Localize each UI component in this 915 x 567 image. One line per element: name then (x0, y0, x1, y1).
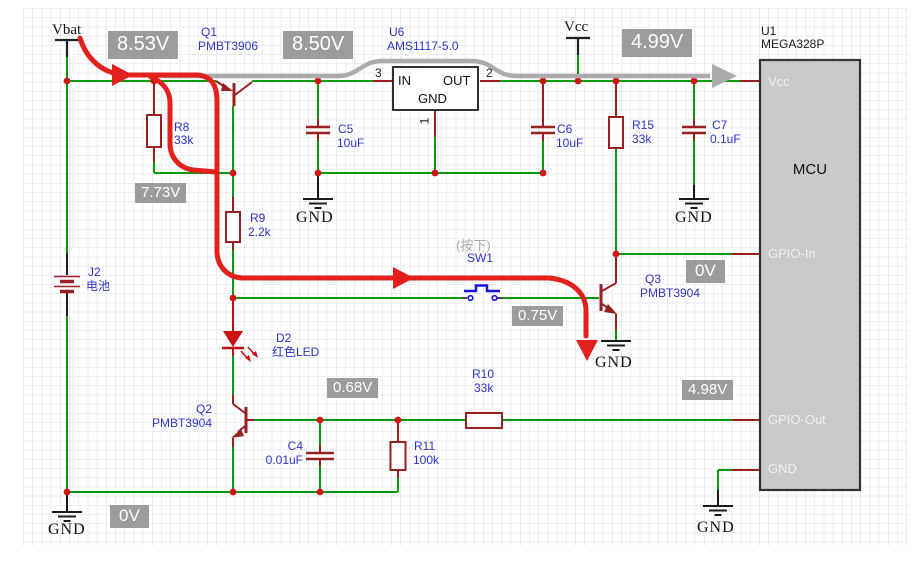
voltage-badge-gpio-in: 0V (686, 260, 725, 283)
mcu-u1-body[interactable] (758, 58, 862, 492)
q1-value-label: PMBT3906 (198, 39, 259, 53)
red-flow-arrowhead-1 (112, 64, 133, 86)
u6-pin-out-label: OUT (443, 73, 471, 88)
c7-ref-label: C7 (712, 118, 728, 132)
u6-pin-in-label: IN (398, 73, 411, 88)
red-flow-path (77, 35, 598, 361)
switch-sw1[interactable] (464, 284, 500, 302)
voltage-badge-vcc-rail: 4.99V (622, 29, 693, 57)
q2-value-label: PMBT3904 (151, 416, 212, 430)
resistor-r15[interactable] (608, 116, 624, 149)
mcu-pin-gpio-in-label: GPIO-In (768, 246, 816, 261)
red-flow-arrowhead-2 (393, 267, 414, 289)
voltage-badge-vbat-rail: 8.53V (108, 31, 179, 59)
voltage-badge-q3-base: 0.75V (512, 306, 564, 326)
r15-value-label: 33k (632, 132, 652, 146)
gnd-label-c5-rail: GND (296, 209, 334, 226)
c4-ref-label: C4 (287, 439, 303, 453)
resistor-r8[interactable] (146, 114, 162, 148)
transistor-q1[interactable] (215, 80, 253, 106)
c7-value-label: 0.1uF (710, 132, 741, 146)
u6-value-label: AMS1117-5.0 (387, 39, 459, 53)
c6-value-label: 10uF (556, 136, 584, 150)
transistor-q2[interactable] (231, 395, 248, 447)
resistor-r9[interactable] (225, 211, 241, 243)
transistor-q3[interactable] (599, 254, 617, 330)
u6-pin-gnd-label: GND (418, 91, 447, 106)
capacitor-c7[interactable] (682, 125, 706, 135)
battery-j2[interactable] (54, 253, 80, 316)
voltage-badge-gnd-rail: 0V (110, 505, 149, 528)
mcu-pin-vcc-label: Vcc (768, 74, 790, 89)
gnd-label-bottom-left: GND (48, 521, 86, 538)
voltage-badge-gpio-out: 4.98V (682, 380, 734, 400)
r8-ref-label: R8 (174, 120, 190, 134)
gnd-label-c7: GND (675, 209, 713, 226)
r9-value-label: 2.2k (248, 225, 271, 239)
capacitor-c4[interactable] (306, 451, 334, 461)
q3-value-label: PMBT3904 (640, 286, 701, 300)
mcu-pin-gnd-label: GND (768, 461, 797, 476)
c6-ref-label: C6 (557, 122, 573, 136)
resistor-r11[interactable] (389, 441, 407, 471)
mcu-pin-gpio-out-label: GPIO-Out (768, 412, 826, 427)
u1-value-label: MEGA328P (761, 37, 825, 51)
u6-pin-number-3: 3 (375, 66, 382, 80)
sw1-ref-label: SW1 (467, 251, 494, 265)
r15-ref-label: R15 (632, 118, 655, 132)
switch-pressed-note: (按下) (456, 238, 491, 253)
r9-ref-label: R9 (250, 211, 266, 225)
voltage-badge-q2-base: 0.68V (327, 378, 379, 398)
vcc-power-flag (566, 36, 590, 55)
j2-value-label: 电池 (86, 279, 111, 293)
u6-ref-label: U6 (389, 25, 405, 39)
r10-ref-label: R10 (472, 367, 495, 381)
r11-ref-label: R11 (414, 439, 436, 453)
regulator-u6-body[interactable] (392, 66, 479, 111)
u1-ref-label: U1 (761, 24, 777, 38)
r10-value-label: 33k (474, 381, 494, 395)
capacitor-c5[interactable] (306, 125, 330, 135)
gnd-symbols (52, 173, 733, 522)
gray-flow-path (152, 58, 737, 88)
resistor-r10[interactable] (465, 412, 503, 429)
c5-ref-label: C5 (338, 122, 354, 136)
q1-ref-label: Q1 (201, 25, 218, 39)
r11-value-label: 100k (413, 453, 440, 467)
gnd-label-mcu: GND (697, 519, 735, 536)
q2-ref-label: Q2 (195, 402, 212, 416)
vcc-net-label: Vcc (564, 19, 589, 35)
c5-value-label: 10uF (337, 136, 365, 150)
r8-value-label: 33k (174, 133, 194, 147)
vbat-net-label: Vbat (52, 22, 82, 38)
d2-ref-label: D2 (276, 331, 292, 345)
red-flow-arrowhead-3 (576, 340, 598, 361)
voltage-badge-r8-node: 7.73V (135, 183, 187, 203)
mcu-body-label: MCU (792, 161, 828, 178)
voltage-badge-reg-in: 8.50V (283, 31, 354, 59)
gray-flow-arrowhead (712, 64, 737, 88)
d2-value-label: 红色LED (272, 345, 320, 359)
capacitor-c6[interactable] (531, 125, 555, 135)
junction-dots (63, 77, 698, 496)
vbat-power-flag (55, 38, 80, 57)
u6-pin-number-2: 2 (486, 66, 493, 80)
c4-value-label: 0.01uF (265, 453, 303, 467)
q3-ref-label: Q3 (645, 272, 662, 286)
j2-ref-label: J2 (88, 265, 101, 279)
u6-pin-number-1: 1 (417, 117, 432, 125)
gnd-label-q3: GND (595, 354, 633, 371)
led-d2[interactable] (222, 298, 258, 362)
